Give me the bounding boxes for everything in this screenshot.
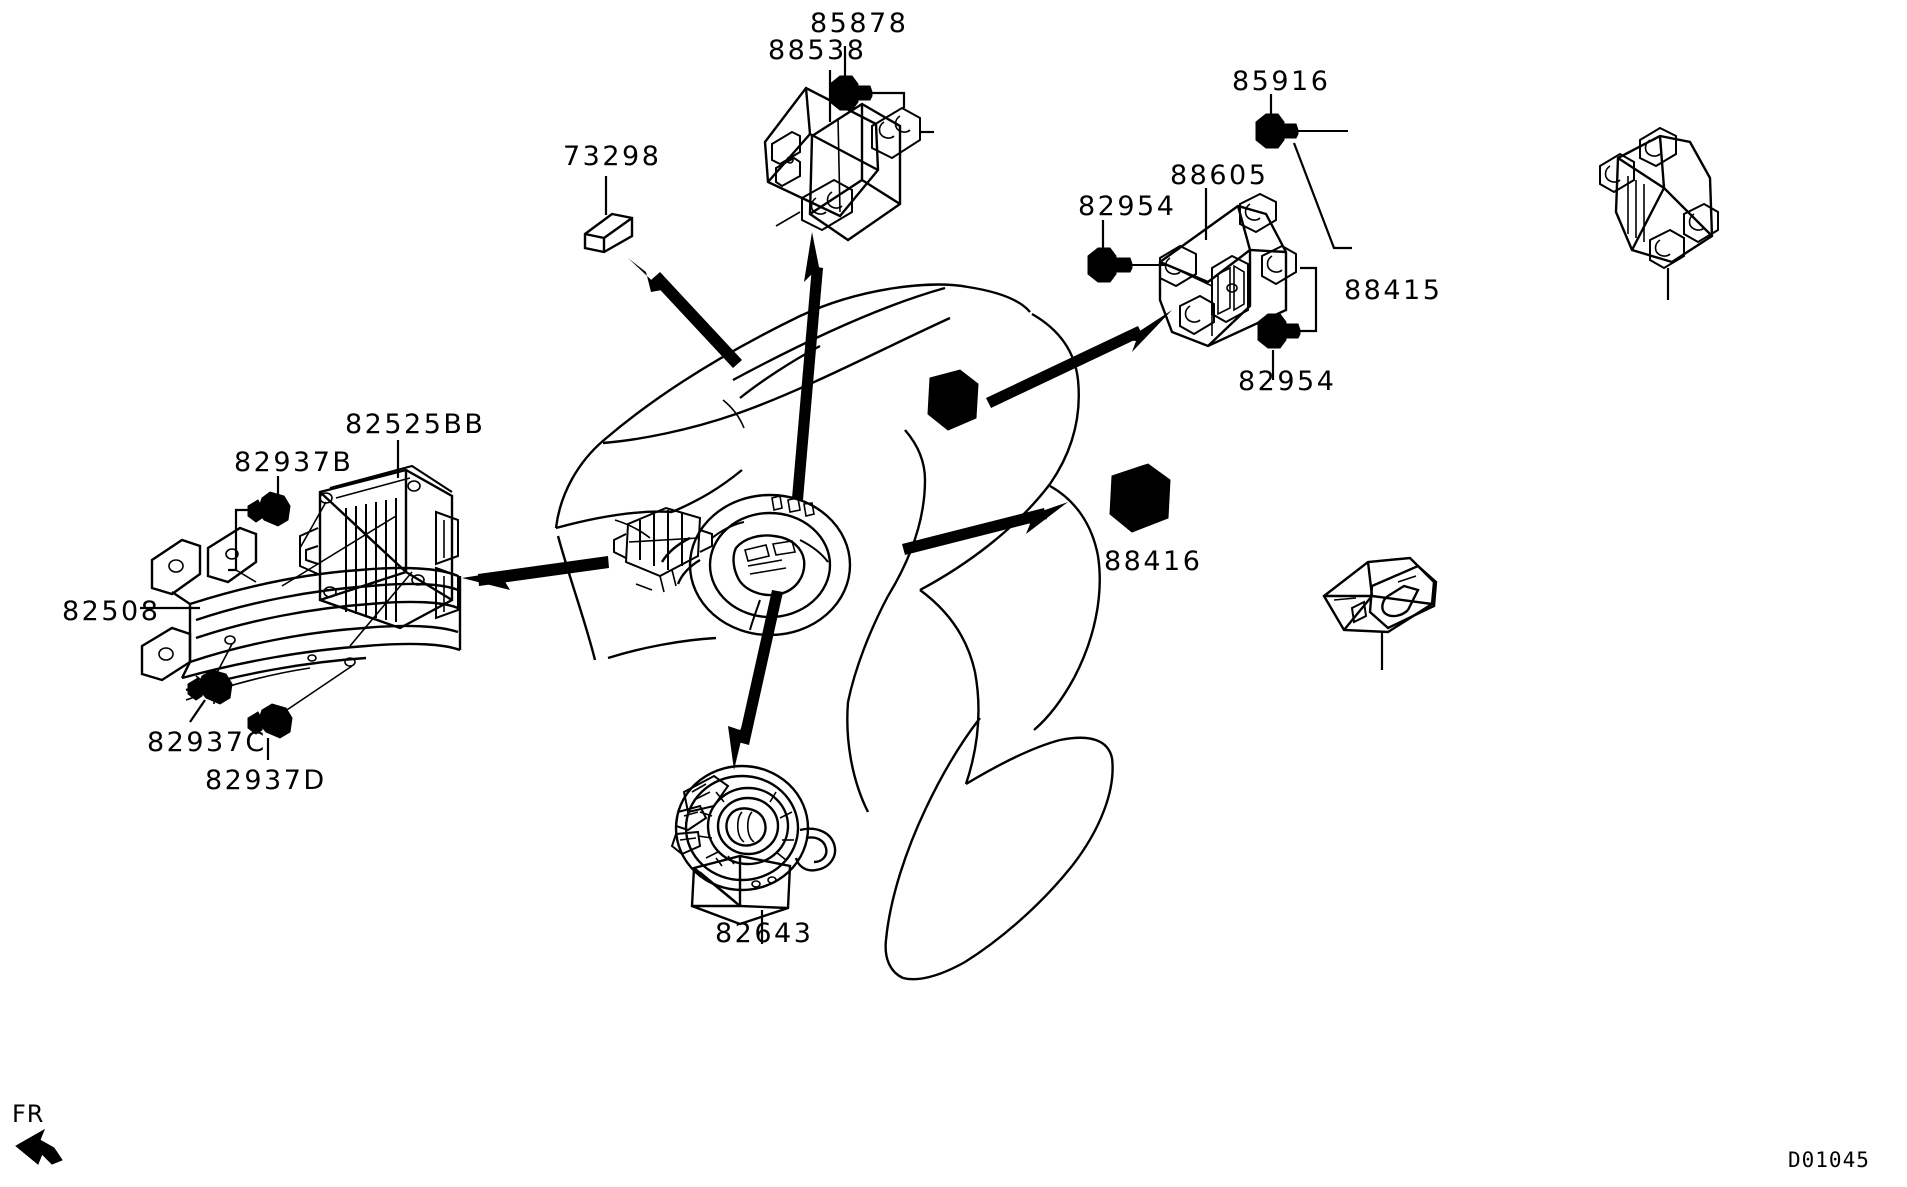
- part-82954-lower-shape: [1257, 313, 1301, 349]
- part-82954-upper-shape: [1087, 247, 1168, 283]
- part-82508-shape: [140, 526, 462, 721]
- part-88415-shape: [1599, 126, 1719, 270]
- instrument-panel-outline: [554, 283, 1114, 981]
- part-88416-shape: [1322, 556, 1438, 634]
- part-number-82643: 82643: [715, 918, 814, 949]
- assembly-arrows: [462, 232, 1172, 770]
- part-number-82937c: 82937C: [147, 727, 267, 758]
- part-number-82508: 82508: [62, 596, 161, 627]
- part-88605-shape: [1158, 192, 1297, 348]
- part-number-88538: 88538: [768, 35, 867, 66]
- part-82937c-shape: [187, 669, 233, 705]
- seat-switch-block: [1109, 463, 1171, 533]
- part-85916-shape: [1255, 113, 1348, 149]
- callout-82937b-to-bracket: [228, 508, 262, 572]
- part-82525bb-shape: [281, 464, 459, 647]
- part-73298-shape: [583, 212, 634, 254]
- column-switch-cluster: [613, 506, 713, 593]
- leader-82937c: [189, 699, 206, 723]
- fr-orientation-label: FR: [12, 1100, 45, 1128]
- part-number-82954-lower: 82954: [1238, 366, 1337, 397]
- callout-85916-to-module: [1292, 142, 1352, 250]
- callout-82937b-tail: [235, 569, 257, 583]
- part-82643-shape: [670, 764, 837, 926]
- part-number-85916: 85916: [1232, 66, 1331, 97]
- part-number-73298: 73298: [563, 141, 662, 172]
- drawing-code-label: D01045: [1788, 1148, 1870, 1172]
- part-82937d-shape: [247, 703, 293, 739]
- part-number-88416: 88416: [1104, 546, 1203, 577]
- callout-82954-lower-bracket: [1300, 266, 1318, 333]
- dash-connector-block: [927, 369, 979, 431]
- part-88538-shape: [763, 86, 921, 242]
- part-number-88605: 88605: [1170, 160, 1269, 191]
- part-number-82937b: 82937B: [234, 447, 354, 478]
- fr-direction-arrow: [15, 1128, 63, 1165]
- part-85878-shape: [829, 75, 886, 111]
- part-number-82937d: 82937D: [205, 765, 327, 796]
- part-number-82954-upper: 82954: [1078, 191, 1177, 222]
- callout-85878-to-flange: [872, 91, 906, 108]
- part-number-88415: 88415: [1344, 275, 1443, 306]
- part-number-85878: 85878: [810, 8, 909, 39]
- part-82937b-shape: [247, 491, 291, 527]
- part-number-82525bb: 82525BB: [345, 409, 486, 440]
